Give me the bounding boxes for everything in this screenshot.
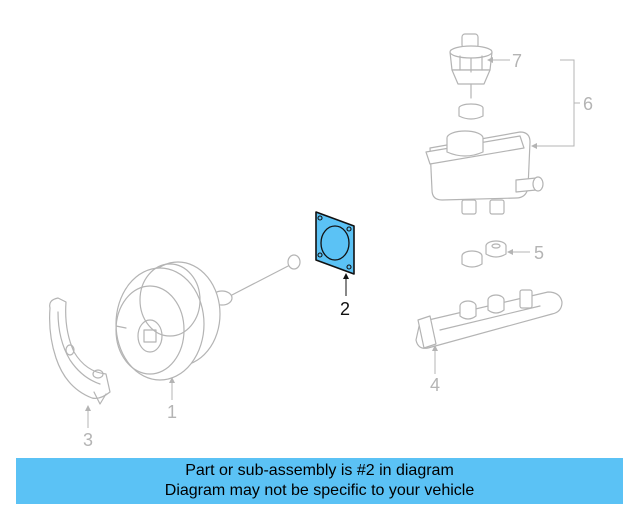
callout-leaders xyxy=(85,57,580,428)
callout-label-3: 3 xyxy=(83,430,93,450)
reservoir-cap-part[interactable] xyxy=(449,33,493,120)
caption-line-disclaimer: Diagram may not be specific to your vehi… xyxy=(164,482,475,499)
dust-shield-part[interactable] xyxy=(49,297,111,405)
callout-label-5: 5 xyxy=(534,243,544,263)
callout-label-6: 6 xyxy=(583,94,593,114)
reservoir-grommets-part[interactable] xyxy=(461,240,507,268)
callout-label-7: 7 xyxy=(512,51,522,71)
callout-label-4: 4 xyxy=(430,375,440,395)
callout-label-1: 1 xyxy=(167,402,177,422)
gasket-part-highlighted[interactable] xyxy=(315,211,355,275)
caption-line-part-number: Part or sub-assembly is #2 in diagram xyxy=(185,462,454,479)
brake-fluid-reservoir-part[interactable] xyxy=(425,130,544,215)
callout-label-2[interactable]: 2 xyxy=(340,299,350,319)
brake-booster-part[interactable] xyxy=(115,254,301,381)
caption-banner: Part or sub-assembly is #2 in diagram Di… xyxy=(16,458,623,504)
master-cylinder-part[interactable] xyxy=(415,289,563,349)
